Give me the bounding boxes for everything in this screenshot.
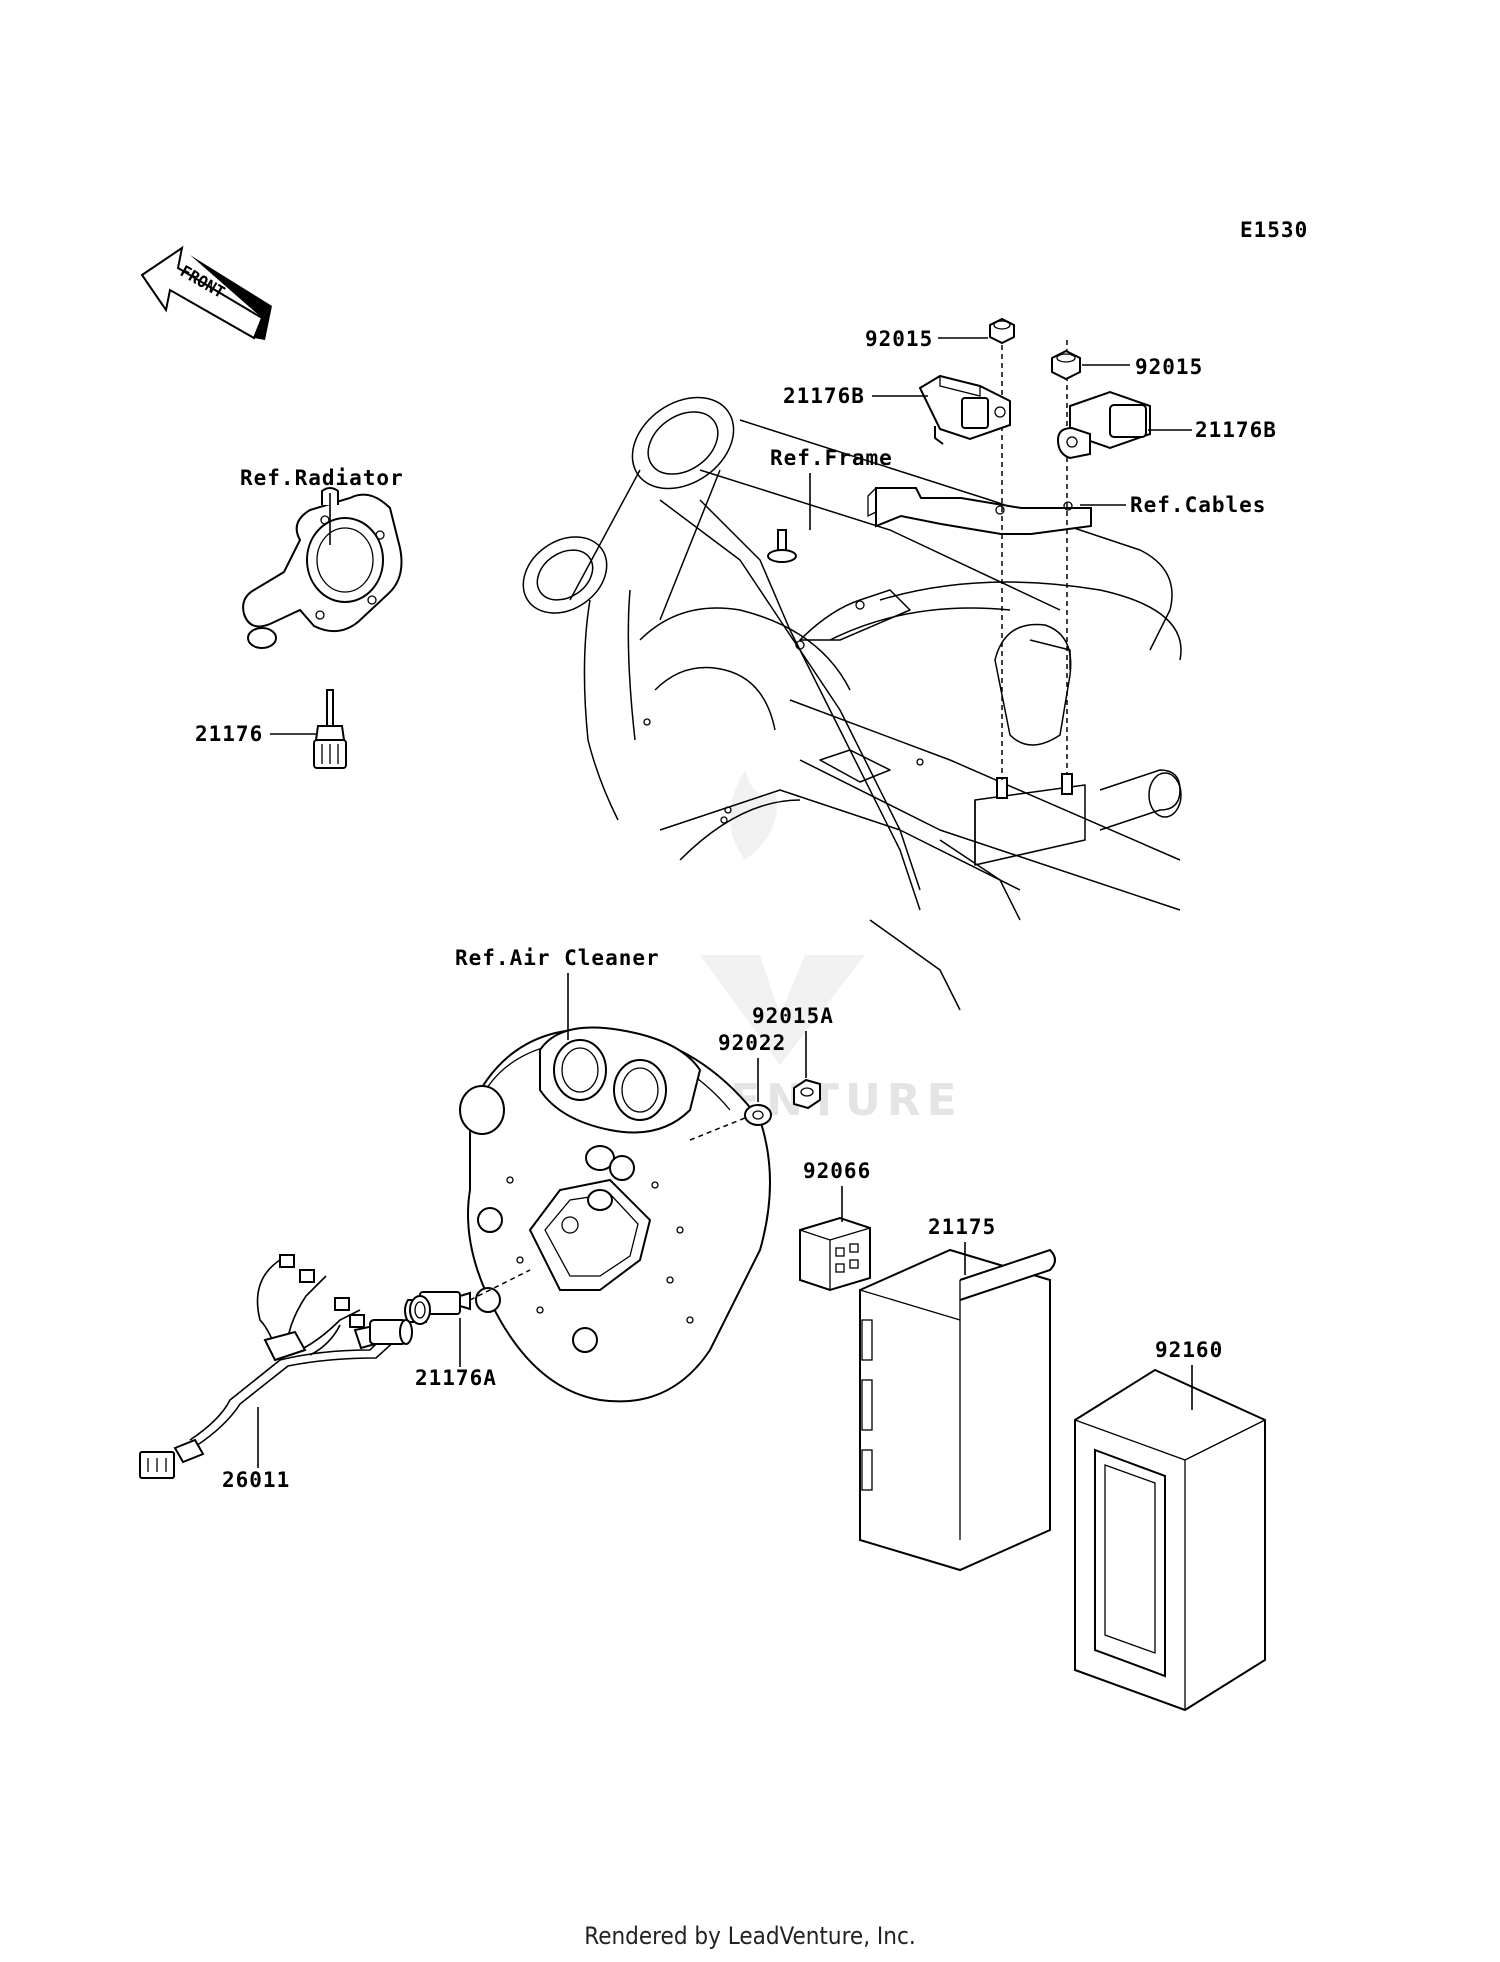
nut-92015-right <box>1051 349 1081 381</box>
label-ref-frame: Ref.Frame <box>770 446 893 470</box>
label-92015a: 92015A <box>752 1004 834 1028</box>
map-sensor-left <box>918 374 1011 445</box>
intake-air-temp-sensor <box>404 1291 471 1325</box>
label-92160: 92160 <box>1155 1338 1223 1362</box>
water-temp-sensor <box>313 689 347 769</box>
footer-credit: Rendered by LeadVenture, Inc. <box>584 1922 916 1950</box>
watermark-logo <box>700 770 865 1065</box>
ecu-cover-92160 <box>1074 1368 1266 1712</box>
map-sensor-right <box>1056 390 1151 460</box>
label-92022: 92022 <box>718 1031 786 1055</box>
label-21175: 21175 <box>928 1215 996 1239</box>
label-ref-air-cleaner: Ref.Air Cleaner <box>455 946 660 970</box>
label-ref-radiator: Ref.Radiator <box>240 466 404 490</box>
label-21176: 21176 <box>195 722 263 746</box>
wiring-harness <box>139 1254 413 1479</box>
nut-92015-left <box>989 317 1015 345</box>
ecu-21175 <box>859 1248 1056 1572</box>
air-cleaner-plate <box>459 1026 771 1403</box>
washer-92022 <box>744 1104 772 1126</box>
label-92066: 92066 <box>803 1159 871 1183</box>
label-21176b-left: 21176B <box>783 384 865 408</box>
diagram-code: E1530 <box>1240 218 1308 242</box>
frame-outline <box>522 396 1182 1011</box>
connector-92066 <box>799 1216 871 1292</box>
radiator-housing <box>242 487 403 649</box>
label-21176a: 21176A <box>415 1366 497 1390</box>
label-ref-cables: Ref.Cables <box>1130 493 1266 517</box>
nut-92015a <box>793 1078 821 1110</box>
cable-bracket <box>867 487 1092 535</box>
label-21176b-right: 21176B <box>1195 418 1277 442</box>
label-92015-right: 92015 <box>1135 355 1203 379</box>
label-26011: 26011 <box>222 1468 290 1492</box>
label-92015-left: 92015 <box>865 327 933 351</box>
front-arrow-icon: FRONT <box>140 245 272 340</box>
